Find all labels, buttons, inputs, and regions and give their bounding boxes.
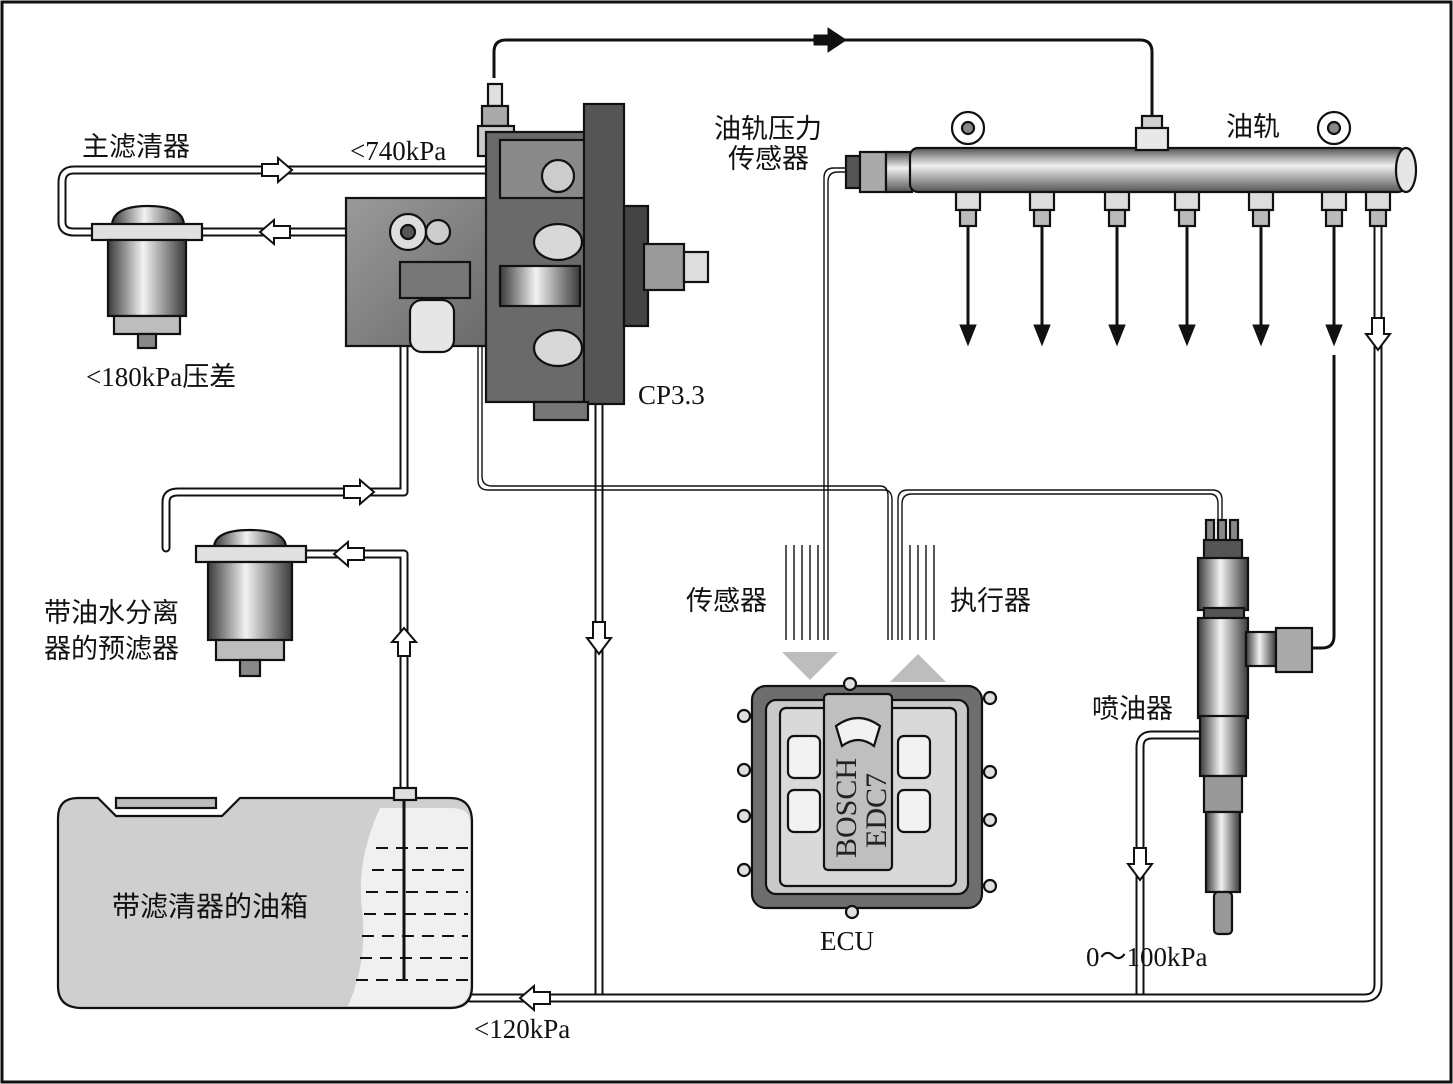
arrow-down-solid-icon [1033,324,1051,347]
sensor-signal-arrow-icon [782,652,838,680]
sensors-label: 传感器 [686,586,767,617]
ecu-label: ECU [820,926,874,956]
tank-label: 带滤清器的油箱 [112,890,308,923]
prefilter-label-line2: 器的预滤器 [44,634,179,665]
prefilter-label-line1: 带油水分离 [44,598,179,629]
return-pressure-label: <120kPa [474,1014,570,1044]
arrow-right-icon [343,477,376,507]
arrow-down-solid-icon [1325,324,1343,347]
ecu-unit: BOSCH EDC7 [736,676,998,920]
arrow-down-icon [1364,317,1392,352]
arrow-left-icon [332,539,365,569]
prefilter [194,528,308,678]
main-filter-label: 主滤清器 [82,132,190,163]
arrow-down-icon [585,621,613,656]
rail-outlet-lines [959,225,1343,347]
injector-return-pressure-label: 0～100kPa [1086,942,1208,972]
arrow-down-solid-icon [959,324,977,347]
injector-label: 喷油器 [1092,694,1173,725]
ecu-brand-line2: EDC7 [860,773,893,848]
rail-sensor-label-line1: 油轨压力 [714,114,822,145]
rail-sensor-label-line2: 传感器 [728,144,809,175]
arrow-down-solid-icon [1178,324,1196,347]
arrow-up-icon [389,626,419,657]
actuators-label: 执行器 [950,586,1031,617]
pump-model-label: CP3.3 [638,380,705,410]
arrow-left-icon [518,983,551,1013]
ecu-brand-line1: BOSCH [830,758,863,858]
main-filter [90,204,204,350]
injector [1196,518,1314,936]
pump-pressure-label: <740kPa [350,136,446,166]
flow-arrows [258,27,1392,1013]
actuator-signal-arrow-icon [890,654,946,682]
fuel-tank [56,786,474,1010]
arrow-right-solid-icon [813,27,847,53]
high-pressure-pump [344,82,710,422]
arrow-right-icon [261,155,294,185]
signal-wires [477,167,1223,640]
arrow-left-icon [258,217,291,247]
arrow-down-icon [1126,847,1154,882]
arrow-down-solid-icon [1108,324,1126,347]
rail [844,110,1418,228]
rail-label: 油轨 [1226,112,1280,143]
main-filter-pressure-label: <180kPa压差 [86,362,236,392]
arrow-down-solid-icon [1252,324,1270,347]
